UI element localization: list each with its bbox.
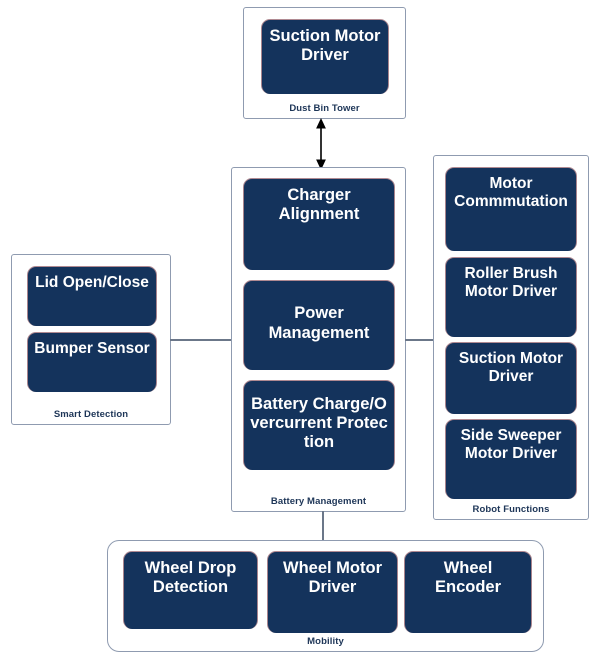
block-label: Side Sweeper Motor Driver — [460, 427, 562, 462]
group-caption-mobility: Mobility — [307, 636, 344, 647]
block-label: Suction Motor Driver — [458, 350, 564, 385]
block-wheel-encoder[interactable]: Wheel Encoder — [404, 551, 532, 633]
group-caption-smart-detection: Smart Detection — [53, 409, 129, 420]
group-panel-mobility: Wheel Drop Detection Wheel Motor Driver … — [107, 540, 544, 652]
group-panel-smart-detection: Lid Open/Close Bumper Sensor Smart Detec… — [11, 254, 171, 425]
connector-dustbin-to-battery — [316, 118, 326, 170]
block-power-management[interactable]: Power Management — [243, 280, 395, 370]
group-panel-battery-management: Charger Alignment Power Management Batte… — [231, 167, 406, 512]
block-lid-open-close[interactable]: Lid Open/Close — [27, 266, 157, 326]
group-panel-robot-functions: Motor Commmutation Roller Brush Motor Dr… — [433, 155, 589, 520]
block-charger-alignment[interactable]: Charger Alignment — [243, 178, 395, 270]
connector-battery-to-mobility — [322, 511, 324, 541]
block-suction-motor-driver[interactable]: Suction Motor Driver — [445, 342, 577, 414]
block-battery-charge-overcurrent-protection[interactable]: Battery Charge/Overcurrent Protection — [243, 380, 395, 470]
block-label: Lid Open/Close — [35, 274, 149, 291]
connector-smartdetection-to-battery — [170, 339, 232, 341]
block-wheel-motor-driver[interactable]: Wheel Motor Driver — [267, 551, 398, 633]
block-label: Motor Commmutation — [454, 175, 568, 210]
block-label: Bumper Sensor — [34, 340, 150, 357]
group-caption-battery-management: Battery Management — [270, 496, 367, 507]
block-wheel-drop-detection[interactable]: Wheel Drop Detection — [123, 551, 258, 629]
group-caption-dust-bin-tower: Dust Bin Tower — [289, 103, 360, 114]
group-caption-robot-functions: Robot Functions — [472, 504, 550, 515]
block-roller-brush-motor-driver[interactable]: Roller Brush Motor Driver — [445, 257, 577, 337]
connector-battery-to-robotfunctions — [405, 339, 435, 341]
block-label: Roller Brush Motor Driver — [464, 265, 558, 300]
block-suction-motor-driver-tower[interactable]: Suction Motor Driver — [261, 19, 389, 94]
block-label: Wheel Encoder — [434, 559, 502, 597]
block-label: Power Management — [268, 304, 370, 342]
block-label: Charger Alignment — [278, 186, 360, 224]
block-side-sweeper-motor-driver[interactable]: Side Sweeper Motor Driver — [445, 419, 577, 499]
block-bumper-sensor[interactable]: Bumper Sensor — [27, 332, 157, 392]
block-label: Suction Motor Driver — [269, 27, 381, 65]
group-panel-dust-bin-tower: Suction Motor Driver Dust Bin Tower — [243, 7, 406, 119]
block-label: Wheel Motor Driver — [283, 559, 382, 597]
block-label: Wheel Drop Detection — [144, 559, 237, 597]
block-label: Battery Charge/Overcurrent Protection — [250, 394, 388, 452]
block-motor-commutation[interactable]: Motor Commmutation — [445, 167, 577, 251]
